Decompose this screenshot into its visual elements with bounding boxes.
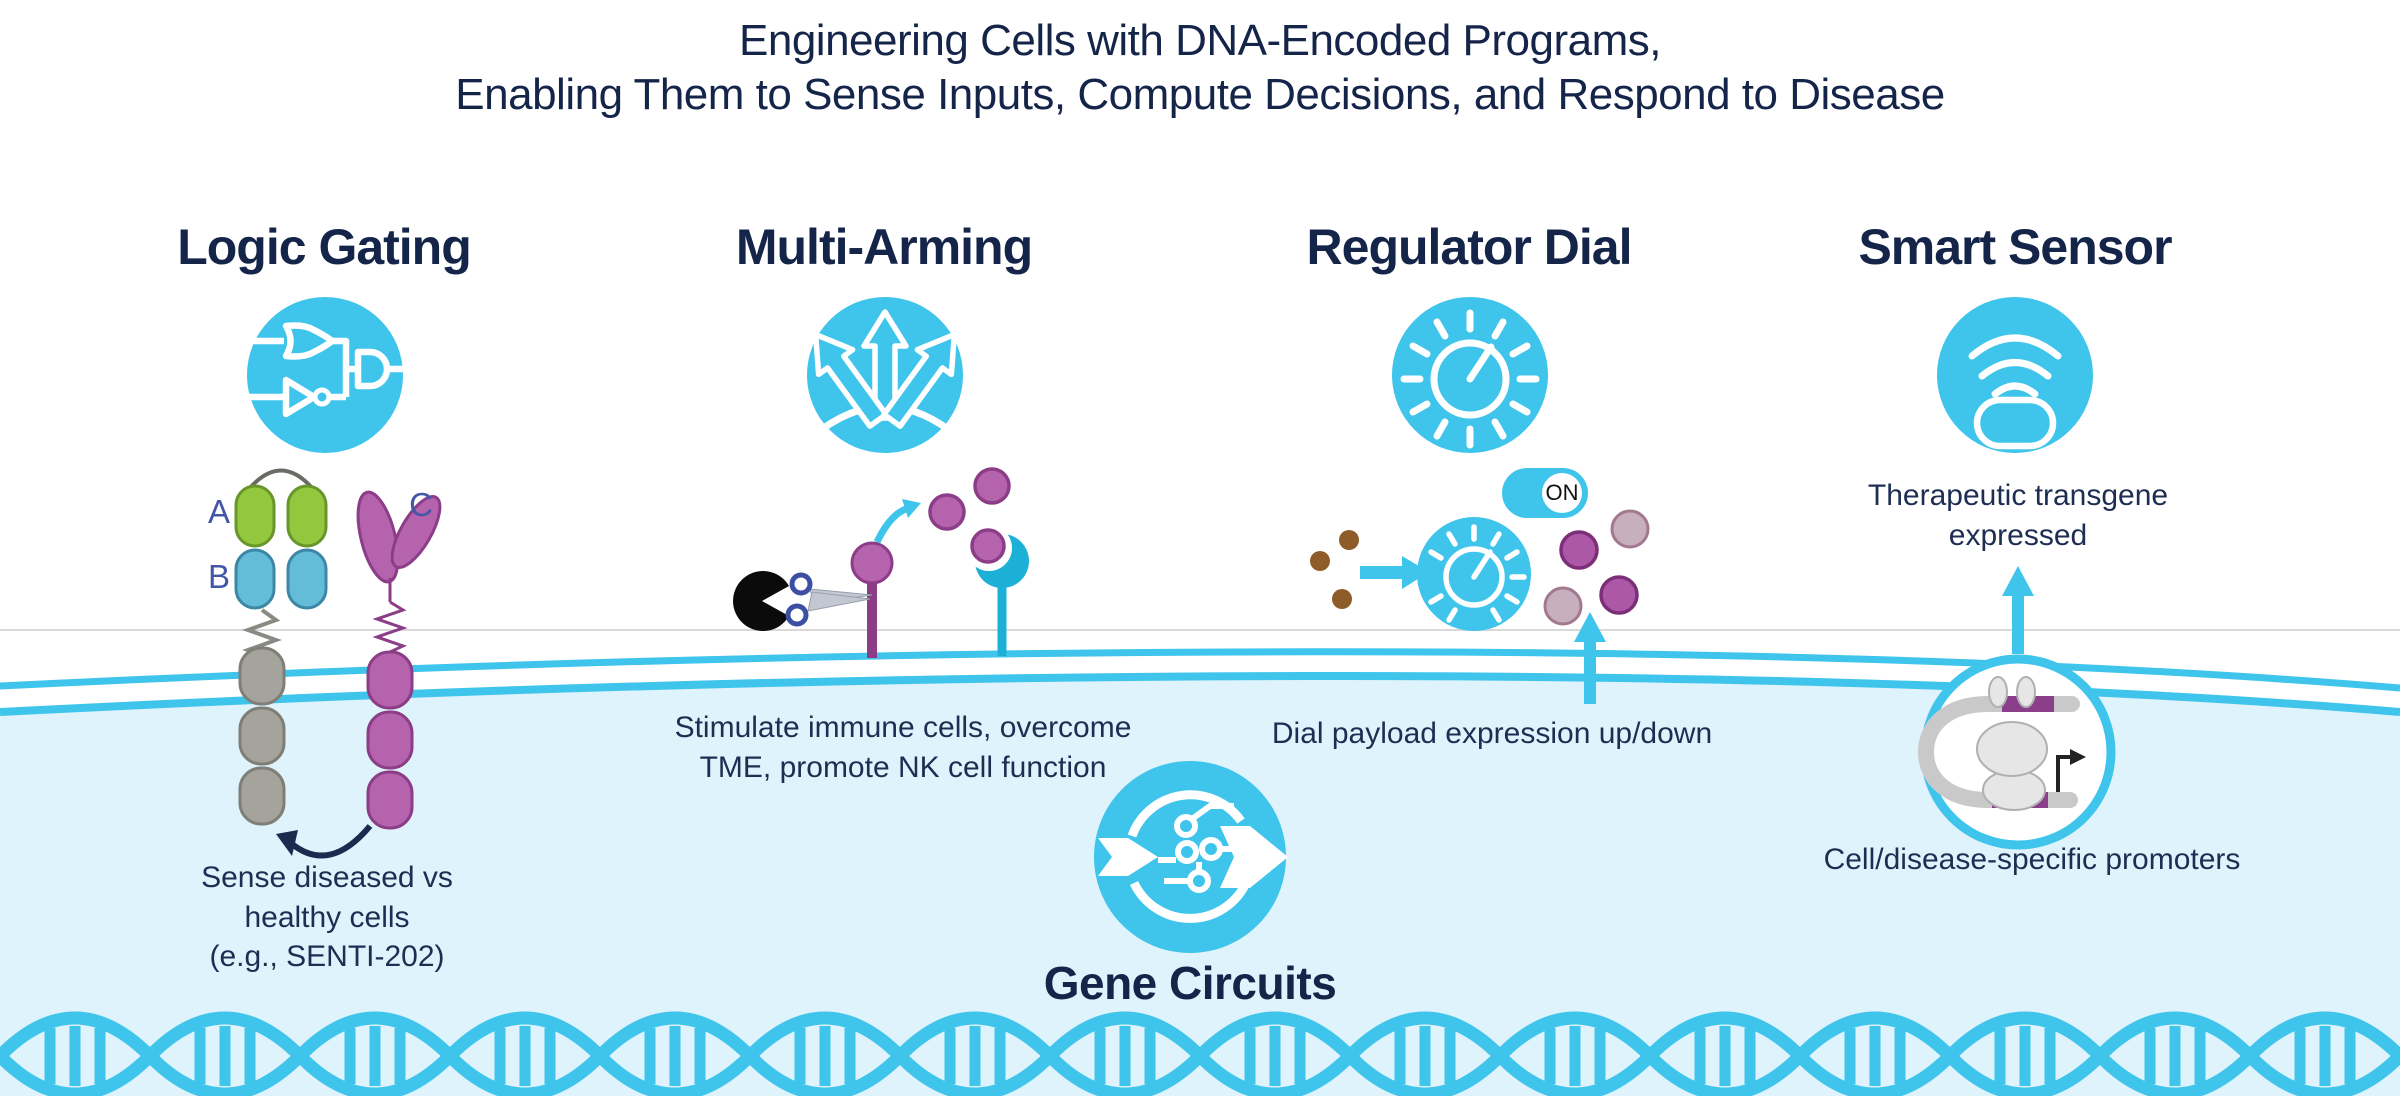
heading-multi-arming: Multi-Arming (735, 219, 1033, 275)
logic-receptor-c (356, 490, 442, 830)
dial-icon (1392, 297, 1548, 453)
input-arrow (1360, 556, 1429, 589)
small-molecule-dots (1310, 530, 1359, 609)
heading-regulator-dial: Regulator Dial (1306, 219, 1633, 275)
regulator-dial-graphic (1417, 517, 1531, 631)
caption-regulator-dial: Dial payload expression up/down (1271, 717, 1713, 750)
promoter-plasmid (1917, 654, 2116, 850)
heading-logic-gating: Logic Gating (177, 219, 472, 275)
on-toggle-label: ON (1545, 480, 1579, 505)
caption-smart-sensor-top: Therapeutic transgene expressed (1867, 479, 2169, 552)
on-toggle (1502, 468, 1588, 518)
title-line-2: Enabling Them to Sense Inputs, Compute D… (455, 69, 1945, 119)
signal-curved-arrow (276, 824, 373, 859)
cleaved-payload-receptor (850, 541, 894, 658)
transgene-up-arrow (2002, 566, 2034, 654)
payload-molecules (928, 467, 1011, 531)
dna-helix (0, 1008, 2400, 1096)
released-payload-arrow (873, 499, 921, 544)
caption-logic-gating: Sense diseased vs healthy cells (e.g., S… (201, 861, 453, 974)
page-title: Engineering Cells with DNA-Encoded Progr… (0, 14, 2400, 121)
gene-circuit-icon (1094, 761, 1288, 953)
heading-smart-sensor: Smart Sensor (1858, 219, 2172, 275)
receptor-label-c: C (409, 486, 433, 523)
caption-smart-sensor-bottom: Cell/disease-specific promoters (1823, 843, 2241, 876)
wireless-sensor-icon (1937, 297, 2093, 453)
receptor-label-b: B (207, 558, 231, 595)
scissors-icon (785, 572, 873, 627)
receptor-label-a: A (207, 493, 231, 530)
crescent-receptor (966, 525, 1029, 656)
heading-gene-circuits: Gene Circuits (1043, 957, 1337, 1009)
logic-gating-icon (247, 297, 403, 453)
radiating-arrows-icon (799, 297, 972, 453)
logic-receptor-pair (234, 468, 328, 826)
expression-up-arrow (1574, 612, 1606, 704)
protease-pacman (733, 571, 789, 631)
title-line-1: Engineering Cells with DNA-Encoded Progr… (739, 16, 1661, 65)
expressed-payload-dots (1543, 509, 1650, 626)
caption-multi-arming: Stimulate immune cells, overcome TME, pr… (674, 711, 1132, 784)
